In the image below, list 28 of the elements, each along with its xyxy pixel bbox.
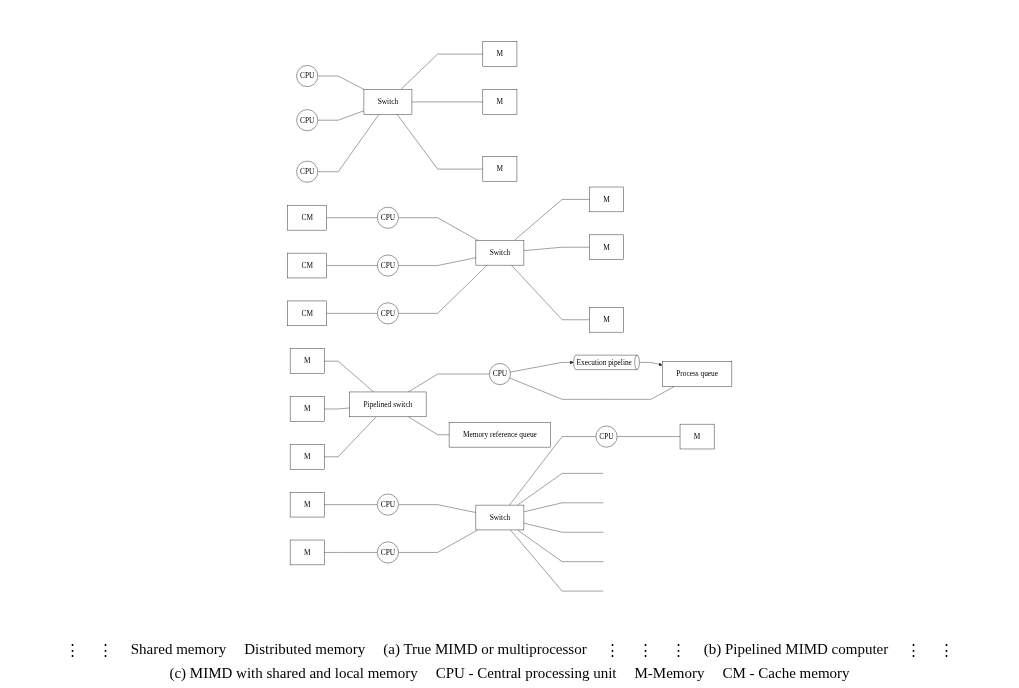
connector <box>510 264 590 320</box>
connector <box>323 407 350 409</box>
connector <box>323 416 377 457</box>
caption-text: CM - Cache memory <box>722 665 850 682</box>
ellipsis-mark: ⋮ <box>939 641 955 659</box>
connector <box>509 377 675 400</box>
ellipsis-mark: ⋮ <box>637 641 653 659</box>
connector <box>317 75 365 90</box>
connector <box>317 113 380 172</box>
caption-text: M-Memory <box>634 665 705 682</box>
ellipsis-mark: ⋮ <box>906 641 922 659</box>
connector <box>398 503 476 513</box>
connector <box>323 551 378 553</box>
connector <box>323 503 378 505</box>
caption-text: (c) MIMD with shared and local memory <box>169 665 418 682</box>
connector <box>398 256 476 266</box>
caption-text: CPU - Central processing unit <box>435 665 617 682</box>
ellipsis-mark: ⋮ <box>97 641 113 659</box>
connector <box>323 360 374 392</box>
ellipsis-mark: ⋮ <box>604 641 620 659</box>
ellipsis-mark: ⋮ <box>670 641 686 659</box>
caption-text: (b) Pipelined MIMD computer <box>703 641 889 659</box>
caption-text: Distributed memory <box>244 641 366 659</box>
ellipsis-mark: ⋮ <box>64 641 80 659</box>
connector <box>396 113 483 169</box>
connector <box>398 264 488 314</box>
caption-text: (a) True MIMD or multiprocessor <box>383 641 587 659</box>
caption-text: Shared memory <box>130 641 227 659</box>
